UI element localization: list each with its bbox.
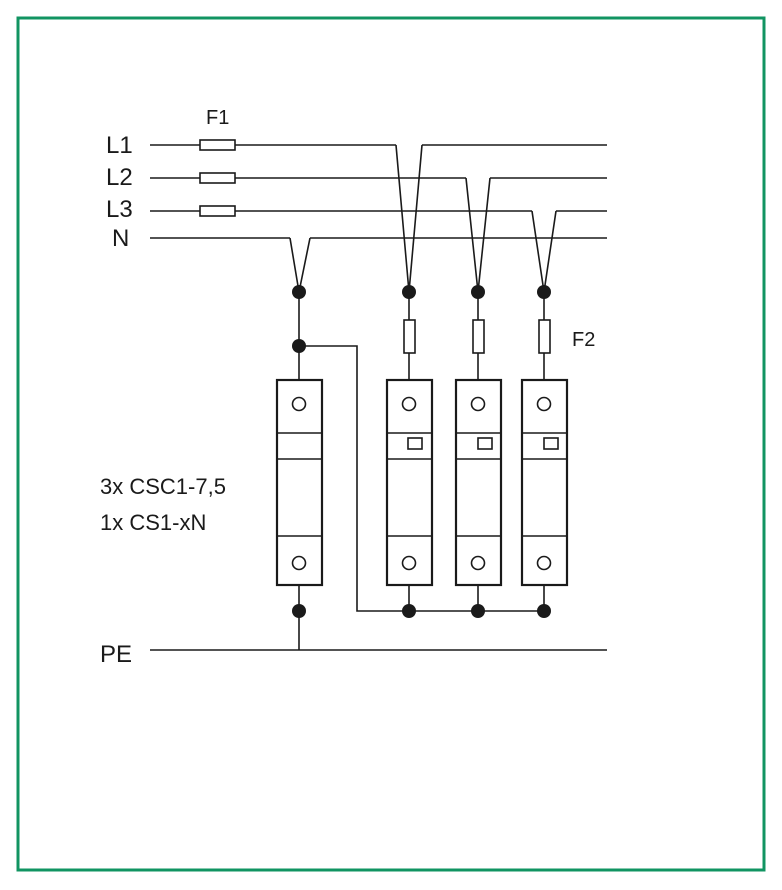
line-l2 bbox=[150, 177, 607, 293]
terminal-top-icon bbox=[401, 396, 417, 412]
fuse-f1-l2 bbox=[199, 172, 236, 184]
fuse-f2-l1 bbox=[403, 319, 416, 354]
terminal-top-icon bbox=[470, 396, 486, 412]
drop-l2 bbox=[472, 292, 485, 380]
terminal-bottom-icon bbox=[401, 555, 417, 571]
module-csc1-l2 bbox=[454, 378, 503, 587]
label-n: N bbox=[112, 225, 129, 252]
terminal-bottom-icon bbox=[470, 555, 486, 571]
terminal-top-icon bbox=[536, 396, 552, 412]
drop-l3 bbox=[538, 292, 551, 380]
label-l3: L3 bbox=[106, 196, 133, 223]
line-l3 bbox=[150, 210, 607, 293]
module-cs1-xn bbox=[275, 378, 324, 587]
diagram-frame bbox=[16, 16, 766, 872]
line-l1 bbox=[150, 144, 607, 293]
junction-bus-l2 bbox=[471, 604, 485, 618]
wire-n-to-bus bbox=[299, 345, 544, 612]
terminal-bottom-icon bbox=[291, 555, 307, 571]
module-csc1-l1 bbox=[385, 378, 434, 587]
status-indicator-icon bbox=[477, 437, 493, 450]
status-indicator-icon bbox=[407, 437, 423, 450]
junction-bus-l3 bbox=[537, 604, 551, 618]
drop-l1 bbox=[403, 292, 416, 380]
fuse-f2-l3 bbox=[538, 319, 551, 354]
device-label-cs1: 1x CS1-xN bbox=[100, 510, 206, 535]
label-pe: PE bbox=[100, 641, 132, 668]
junction-bus-l1 bbox=[402, 604, 416, 618]
fuse-f2-l2 bbox=[472, 319, 485, 354]
junction-pe-module bbox=[292, 604, 306, 618]
module-csc1-l3 bbox=[520, 378, 569, 587]
terminal-bottom-icon bbox=[536, 555, 552, 571]
terminal-top-icon bbox=[291, 396, 307, 412]
fuse-f1-l3 bbox=[199, 205, 236, 217]
label-l2: L2 bbox=[106, 164, 133, 191]
status-indicator-icon bbox=[543, 437, 559, 450]
label-f2: F2 bbox=[572, 329, 595, 351]
label-l1: L1 bbox=[106, 132, 133, 159]
device-label-csc1: 3x CSC1-7,5 bbox=[100, 474, 226, 499]
fuse-f1-l1 bbox=[199, 139, 236, 151]
line-n bbox=[150, 237, 607, 293]
label-f1: F1 bbox=[206, 107, 229, 129]
